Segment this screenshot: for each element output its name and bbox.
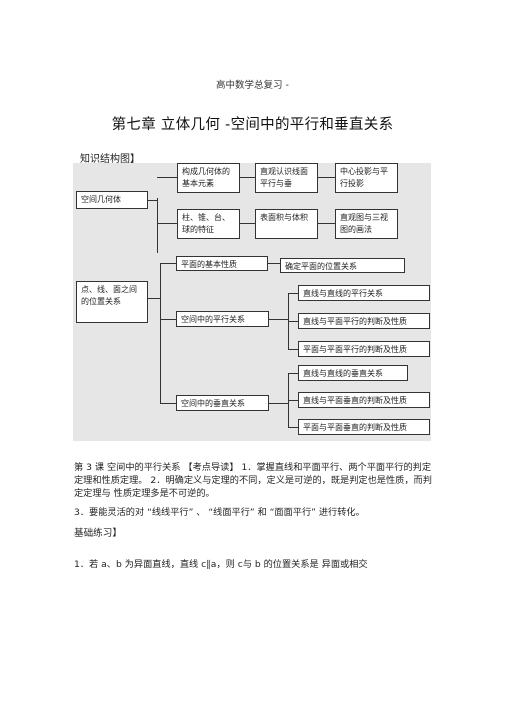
node-intuitive-parallel-perpendicular: 直观认识线面平行与垂 <box>255 163 318 193</box>
connector <box>268 263 280 264</box>
node-line-plane-parallel: 直线与平面平行的判断及性质 <box>298 313 430 329</box>
connector <box>288 349 298 350</box>
lesson-guide-paragraph: 第 3 课 空间中的平行关系 【考点导读】 1．掌握直线和平面平行、两个平面平行… <box>74 462 432 499</box>
chapter-title: 第七章 立体几何 -空间中的平行和垂直关系 <box>111 117 394 133</box>
node-line-line-parallel: 直线与直线的平行关系 <box>298 285 430 301</box>
connector <box>288 293 298 294</box>
node-projection: 中心投影与平行投影 <box>335 163 398 193</box>
connector <box>157 223 177 224</box>
node-solid-features: 柱、锥、台、球的特征 <box>177 209 240 239</box>
node-plane-plane-parallel: 平面与平面平行的判断及性质 <box>298 341 430 357</box>
conversion-paragraph: 3．要能灵活的对 “线线平行” 、 “线面平行” 和 “面面平行” 进行转化。 <box>74 507 365 518</box>
node-three-views: 直观图与三视图的画法 <box>335 209 398 239</box>
section-label: 知识结构图】 <box>80 154 140 165</box>
connector <box>318 177 335 178</box>
connector <box>240 177 255 178</box>
connector <box>318 223 335 224</box>
node-space-perpendicular: 空间中的垂直关系 <box>176 395 269 411</box>
connector <box>160 403 176 404</box>
node-plane-plane-perpendicular: 平面与平面垂直的判断及性质 <box>298 419 430 435</box>
knowledge-structure-diagram: 空间几何体 构成几何体的基本元素 直观认识线面平行与垂 中心投影与平行投影 柱、… <box>73 163 431 441</box>
connector <box>157 198 158 253</box>
node-line-line-perpendicular: 直线与直线的垂直关系 <box>298 365 408 381</box>
connector <box>288 400 298 401</box>
node-area-volume: 表面积与体积 <box>255 209 318 239</box>
connector <box>288 321 298 322</box>
exercise-1: 1．若 a、b 为异面直线，直线 c∥a，则 c与 b 的位置关系是 异面或相交 <box>74 559 368 570</box>
node-line-plane-perpendicular: 直线与平面垂直的判断及性质 <box>298 392 430 408</box>
node-basic-elements: 构成几何体的基本元素 <box>177 163 240 193</box>
node-plane-basic-properties: 平面的基本性质 <box>176 256 268 271</box>
basic-practice-heading: 基础练习】 <box>74 528 122 539</box>
connector <box>157 177 177 178</box>
page-header: 高中数学总复习 - <box>216 80 289 91</box>
connector <box>148 298 160 299</box>
connector <box>160 319 176 320</box>
node-space-parallel: 空间中的平行关系 <box>176 311 269 327</box>
connector <box>240 223 255 224</box>
node-solid-geometry: 空间几何体 <box>76 191 148 209</box>
connector <box>288 373 298 374</box>
connector <box>269 403 288 404</box>
connector <box>160 263 161 403</box>
node-determine-plane: 确定平面的位置关系 <box>280 258 405 273</box>
connector <box>288 427 298 428</box>
connector <box>160 263 176 264</box>
node-point-line-plane: 点、线、面之间的位置关系 <box>76 281 148 323</box>
connector <box>148 200 157 201</box>
connector <box>269 319 288 320</box>
